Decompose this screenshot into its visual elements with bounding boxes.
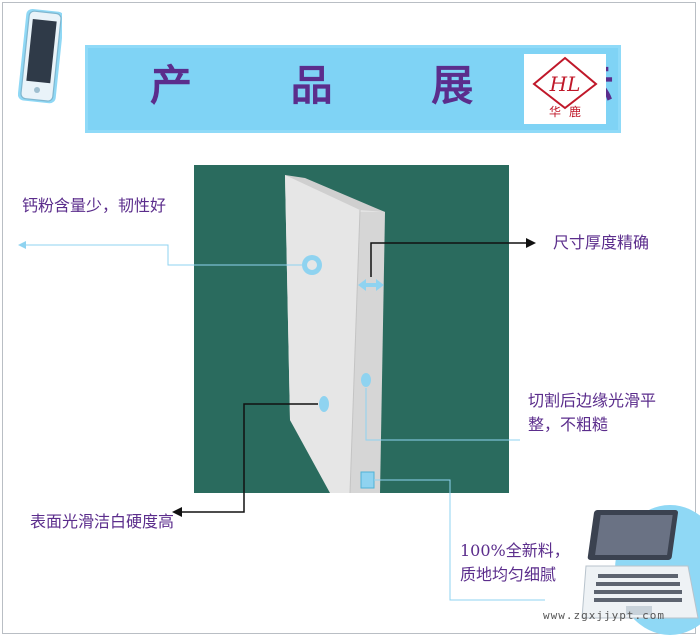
marker-surface	[319, 396, 329, 412]
logo-initials: HL	[549, 72, 581, 96]
annotation-edge: 切割后边缘光滑平整，不粗糙	[528, 391, 657, 434]
logo-text: 华鹿	[548, 105, 589, 119]
leader-edge	[365, 388, 520, 441]
marker-material	[360, 471, 375, 489]
annotation-material: 100%全新料，质地均匀细腻	[460, 541, 570, 584]
leader-surface	[178, 403, 318, 513]
annotation-calcium: 钙粉含量少，韧性好	[22, 196, 167, 215]
leader-material	[374, 479, 545, 601]
leader-thickness	[370, 242, 528, 277]
double-arrow-icon	[358, 279, 384, 291]
marker-edge	[361, 373, 371, 387]
laptop-icon	[581, 505, 700, 635]
annotation-surface: 表面光滑洁白硬度高	[30, 512, 175, 531]
phone-icon	[18, 8, 62, 104]
watermark: www.zgxjjypt.com	[543, 609, 665, 622]
board-front-main	[285, 175, 360, 493]
annotation-thickness: 尺寸厚度精确	[553, 233, 650, 252]
board-top-edge	[285, 175, 385, 212]
logo-diamond-icon: HL	[532, 56, 598, 110]
brand-logo: HL 华鹿	[524, 54, 606, 124]
leader-calcium	[22, 244, 303, 266]
